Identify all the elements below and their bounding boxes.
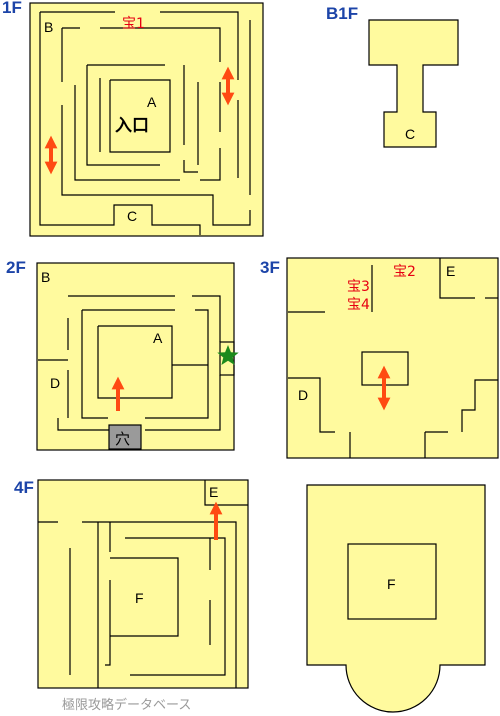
map-1f (29, 2, 264, 237)
map-2f (36, 262, 239, 451)
treasure-2: 宝2 (393, 264, 416, 280)
treasure-1: 宝1 (122, 16, 145, 32)
map-1f-walls (39, 11, 251, 235)
map-b1f-room (368, 19, 459, 148)
marker-4f-f: F (135, 590, 144, 606)
map-b1f (368, 19, 459, 148)
map-3f-walls (288, 258, 498, 458)
marker-top-floor-f: F (387, 576, 396, 592)
marker-2f-a: A (153, 330, 163, 346)
map-2f-outer (36, 262, 235, 451)
marker-4f-e: E (209, 484, 218, 500)
floor-label-4f: 4F (14, 478, 34, 497)
footer-credit: 極限攻略データベース (62, 698, 192, 713)
map-4f-walls (38, 480, 248, 688)
floor-label-2f: 2F (6, 258, 26, 277)
map-1f-outer (29, 2, 264, 237)
floor-label-1f: 1F (2, 0, 22, 17)
map-4f (37, 479, 249, 689)
marker-1f-c: C (127, 208, 137, 224)
entrance-label: 入口 (115, 116, 149, 136)
hole-icon (108, 424, 142, 450)
marker-3f-d: D (298, 387, 308, 403)
map-3f (286, 257, 499, 459)
marker-2f-d: D (50, 375, 60, 391)
map-top-floor-room (306, 484, 486, 713)
map-2f-walls (38, 295, 235, 431)
map-top-floor (306, 484, 486, 713)
marker-2f-b: B (41, 269, 50, 285)
treasure-4: 宝4 (347, 297, 370, 313)
marker-1f-a: A (147, 94, 157, 110)
map-4f-outer (37, 479, 249, 689)
star-icon (217, 345, 239, 365)
treasure-3: 宝3 (347, 279, 370, 295)
floor-label-3f: 3F (260, 258, 280, 277)
marker-1f-b: B (44, 19, 53, 35)
map-3f-outer (286, 257, 499, 459)
floor-label-b1f: B1F (326, 4, 359, 23)
hole-label: 穴 (115, 430, 130, 448)
marker-3f-e: E (446, 263, 455, 279)
marker-b1f-c: C (405, 126, 415, 142)
